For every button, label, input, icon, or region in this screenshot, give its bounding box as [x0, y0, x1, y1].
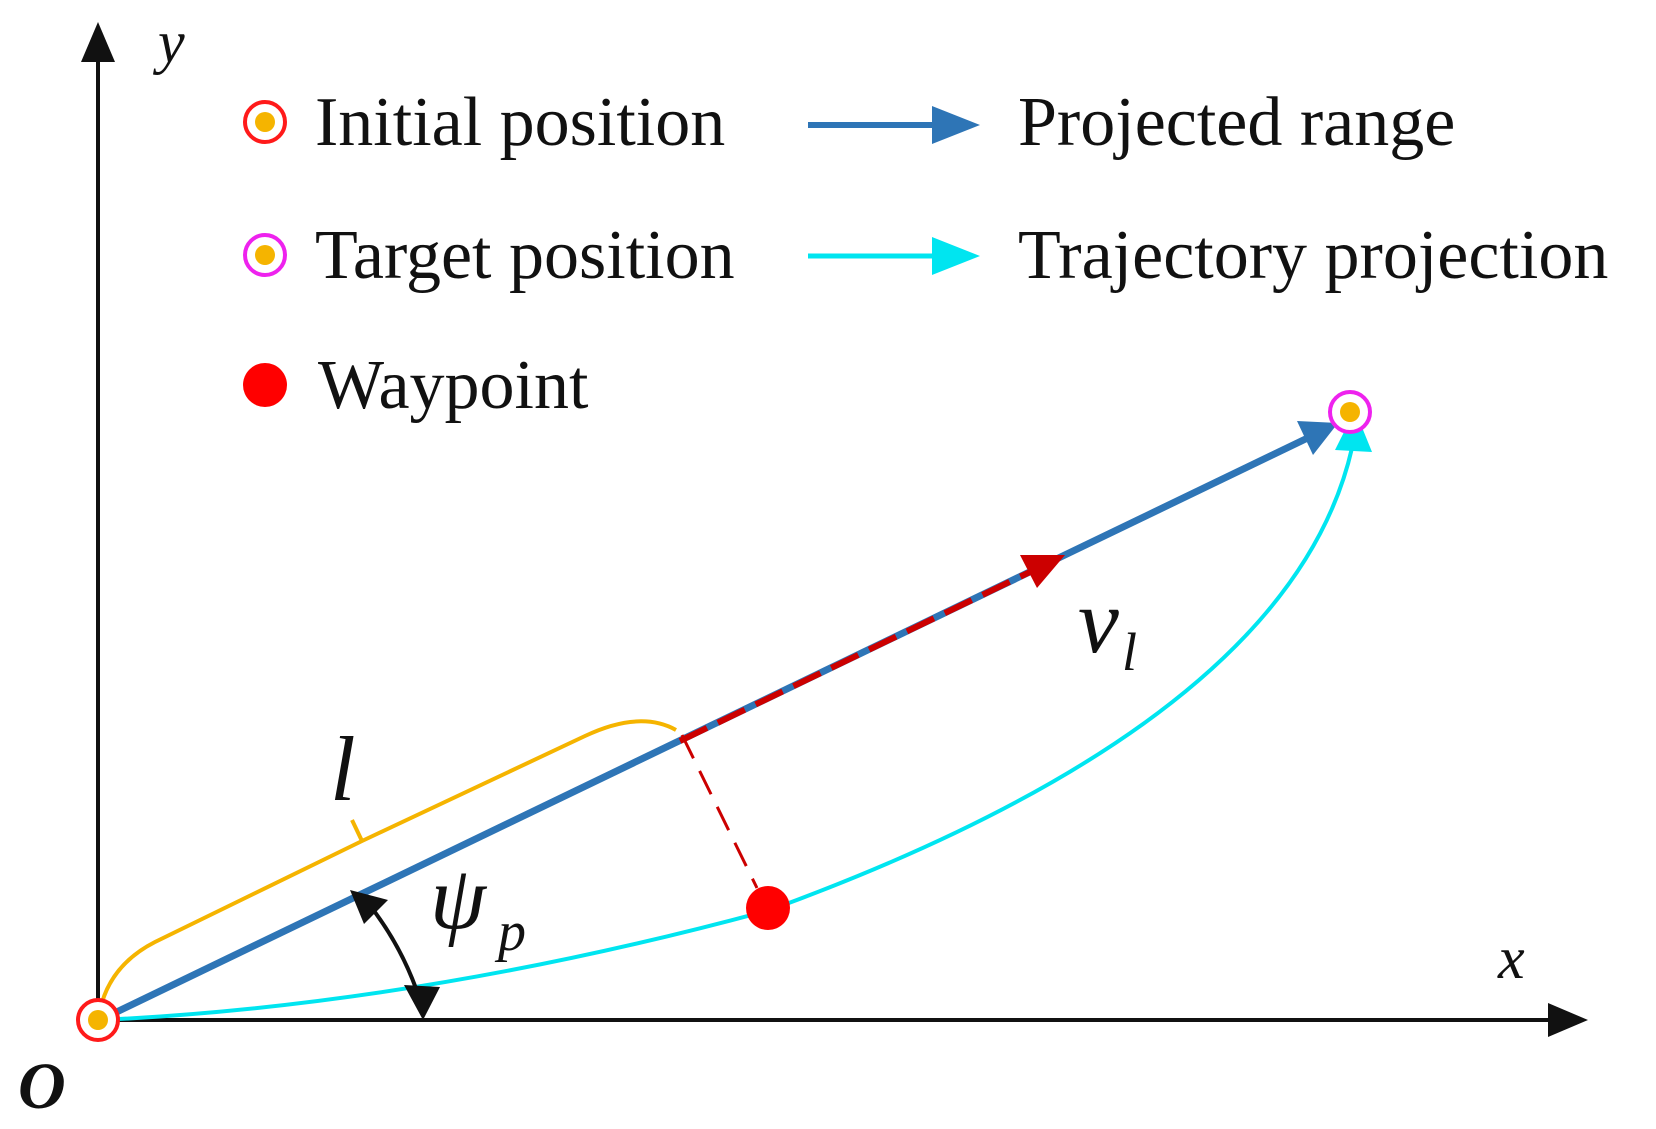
angle-symbol-main: ψ — [430, 849, 488, 948]
legend: Initial position Target position Waypoin… — [243, 84, 1608, 424]
projected-range-line — [98, 429, 1320, 1024]
legend-trajectory-projection-arrowhead — [932, 237, 980, 275]
x-axis-label: x — [1497, 925, 1525, 991]
angle-symbol: ψ p — [430, 849, 526, 963]
legend-item-projected-range: Projected range — [808, 84, 1455, 161]
perpendicular-dashed-line — [680, 734, 759, 889]
waypoint-marker — [746, 886, 790, 930]
legend-item-trajectory-projection: Trajectory projection — [808, 217, 1608, 294]
legend-waypoint-dot — [243, 363, 287, 407]
initial-position-marker — [76, 998, 120, 1042]
legend-label-target-position: Target position — [315, 217, 735, 294]
trajectory-projection-curve — [99, 447, 1354, 1022]
projected-range-arrowhead — [1297, 421, 1338, 455]
x-axis-arrowhead — [1548, 1003, 1588, 1037]
velocity-symbol-main: v — [1078, 570, 1119, 672]
legend-label-waypoint: Waypoint — [318, 347, 589, 424]
length-symbol: l — [330, 718, 356, 820]
velocity-symbol-subscript: l — [1122, 622, 1137, 682]
origin-label: O — [18, 1050, 66, 1123]
angle-arrowhead-bottom — [404, 985, 440, 1020]
axes: y x O — [18, 9, 1588, 1123]
angle-indicator — [350, 890, 440, 1020]
length-bracket — [98, 719, 677, 1011]
legend-projected-range-arrowhead — [932, 106, 980, 144]
velocity-segment — [678, 569, 1032, 744]
legend-target-dot — [255, 245, 275, 265]
y-axis-label: y — [152, 9, 185, 75]
legend-label-projected-range: Projected range — [1018, 84, 1455, 161]
target-position-marker — [1328, 390, 1372, 434]
initial-position-dot — [88, 1010, 108, 1030]
y-axis-arrowhead — [81, 22, 115, 62]
angle-symbol-subscript: p — [494, 901, 526, 963]
velocity-arrowhead — [1020, 555, 1065, 588]
legend-item-waypoint: Waypoint — [243, 347, 589, 424]
legend-label-trajectory-projection: Trajectory projection — [1018, 217, 1608, 294]
legend-item-target-position: Target position — [243, 217, 735, 294]
legend-label-initial-position: Initial position — [315, 84, 725, 161]
legend-initial-dot — [255, 112, 275, 132]
target-position-dot — [1340, 402, 1360, 422]
legend-item-initial-position: Initial position — [243, 84, 725, 161]
angle-arrowhead-top — [350, 890, 388, 924]
velocity-symbol: v l — [1078, 570, 1137, 682]
